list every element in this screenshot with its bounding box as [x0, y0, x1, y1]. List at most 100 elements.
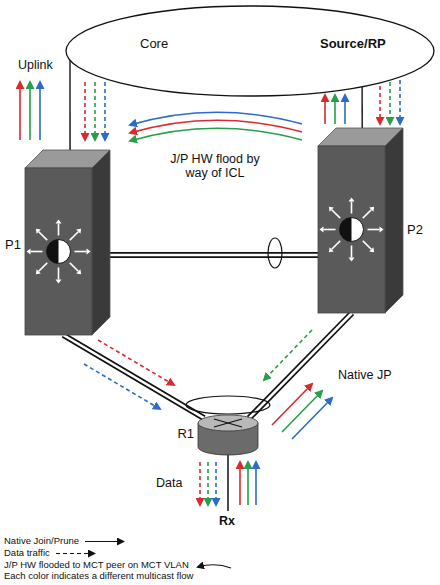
core-cloud: Core Source/RP — [65, 5, 435, 97]
data-arrow — [389, 82, 391, 124]
uplink-line — [69, 60, 70, 150]
emblem-arrowhead — [87, 249, 91, 255]
emblem-arrowhead — [27, 249, 31, 255]
emblem-ray — [70, 232, 78, 240]
join-arrow — [255, 462, 257, 505]
emblem-arrowhead — [329, 247, 334, 252]
emblem-ray — [363, 210, 371, 218]
sample-arrow — [85, 541, 123, 542]
emblem-ray — [75, 251, 87, 253]
switch-emblem — [27, 220, 91, 284]
data-arrow — [379, 86, 381, 124]
emblem-ray — [363, 241, 371, 249]
legend-row: J/P HW flooded to MCT peer on MCT VLAN — [4, 559, 237, 571]
router-arrow — [214, 419, 242, 427]
node-label: P2 — [407, 223, 423, 238]
legend-text: Each color indicates a different multica… — [4, 570, 193, 581]
join-arrow — [19, 82, 21, 140]
data-arrow — [104, 82, 106, 140]
switch-front — [25, 168, 92, 335]
emblem-arrowhead — [56, 220, 62, 224]
emblem-arrowhead — [369, 207, 374, 212]
host-wire — [227, 455, 229, 511]
emblem-arrowhead — [56, 280, 62, 284]
emblem-arrowhead — [380, 227, 384, 233]
router-emblem — [214, 419, 242, 427]
diagram-label: J/P HW flood by way of ICL — [160, 152, 270, 181]
diagram-label: Rx — [219, 514, 235, 528]
emblem-ray — [324, 229, 336, 231]
legend-text: Data traffic — [4, 547, 50, 558]
switch-box: P1 — [25, 150, 110, 335]
link-group — [63, 335, 204, 418]
join-arrow — [39, 82, 41, 140]
link-group — [110, 255, 318, 256]
router-top — [198, 415, 258, 431]
switch-side — [385, 128, 403, 313]
switch-side — [92, 150, 110, 335]
diagram-label: Native JP — [338, 368, 392, 382]
link-gap — [249, 313, 352, 418]
data-arrow — [215, 462, 217, 505]
core-ellipse — [66, 6, 434, 96]
legend-row: Each color indicates a different multica… — [4, 570, 237, 582]
emblem-arrowhead — [349, 258, 355, 262]
legend-sample — [193, 561, 237, 570]
join-arrow — [334, 95, 336, 124]
emblem-ray — [58, 224, 60, 236]
data-arrow — [94, 82, 96, 140]
emblem-half — [340, 218, 352, 242]
emblem-arrowhead — [36, 269, 41, 274]
dual-link — [110, 252, 318, 258]
emblem-arrowhead — [320, 227, 324, 233]
dual-link — [249, 313, 352, 418]
emblem-ray — [31, 251, 43, 253]
sample-arrow — [56, 553, 94, 554]
legend-text: Native Join/Prune — [4, 535, 79, 546]
uplink-line — [361, 87, 362, 128]
emblem-ray — [368, 229, 380, 231]
emblem-ray — [70, 263, 78, 271]
legend-sample — [54, 549, 98, 558]
legend-row: Native Join/Prune — [4, 535, 237, 547]
data-arrow — [199, 462, 201, 505]
emblem-ray — [332, 210, 340, 218]
router-arrow — [214, 419, 242, 427]
emblem-arrowhead — [369, 247, 374, 252]
join-arrow — [324, 95, 326, 124]
join-arrow — [239, 462, 241, 505]
switch-front — [318, 146, 385, 313]
emblem-arrowhead — [329, 207, 334, 212]
emblem-ray — [351, 246, 353, 258]
emblem-arrowhead — [349, 198, 355, 202]
legend-row: Data traffic — [4, 547, 237, 559]
dual-link — [63, 335, 204, 418]
diagram-label: Uplink — [18, 58, 53, 72]
switch-box: P2 — [318, 128, 403, 313]
emblem-arrowhead — [76, 269, 81, 274]
emblem-disc — [47, 240, 71, 264]
join-arrow — [282, 391, 322, 432]
emblem-arrowhead — [36, 229, 41, 234]
switch-emblem — [320, 198, 384, 262]
lag-ring — [268, 238, 282, 268]
node-label: Source/RP — [320, 37, 386, 52]
diagram-label: Data — [156, 476, 182, 490]
emblem-ray — [58, 268, 60, 280]
emblem-ray — [39, 232, 47, 240]
legend-text: J/P HW flooded to MCT peer on MCT VLAN — [4, 559, 189, 570]
emblem-ray — [39, 263, 47, 271]
join-arrow — [247, 462, 249, 505]
legend-sample — [83, 537, 127, 546]
flood-arrow — [130, 112, 302, 125]
emblem-disc — [340, 218, 364, 242]
emblem-ray — [351, 202, 353, 214]
sample-arrow — [198, 564, 231, 567]
link-gap — [63, 335, 204, 418]
emblem-arrowhead — [76, 229, 81, 234]
emblem-half — [47, 240, 59, 264]
data-arrow — [207, 462, 209, 505]
node-label: Core — [140, 37, 168, 52]
join-arrow — [344, 95, 346, 124]
